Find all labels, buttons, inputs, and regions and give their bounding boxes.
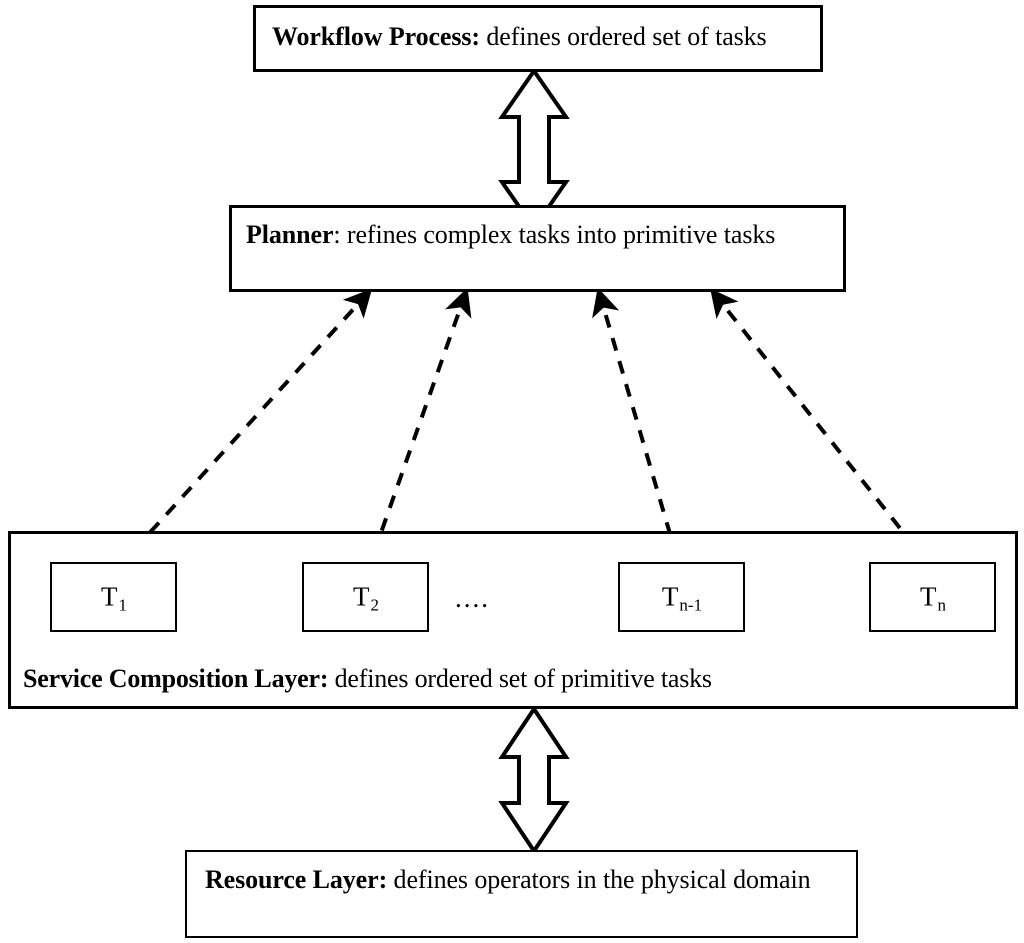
task-box-t1-label: T1 [52,581,175,614]
node-resource-layer-label: Resource Layer: defines operators in the… [205,865,848,895]
task-box-tn: Tn [869,562,996,632]
node-planner-rest: : refines complex tasks into primitive t… [333,220,776,249]
node-service-composition-layer-lead: Service Composition Layer: [23,664,329,693]
task-base: T [661,581,679,612]
task-subscript: 1 [118,595,128,615]
task-subscript: n [937,595,947,615]
node-workflow-process-lead: Workflow Process: [272,22,480,51]
task-box-t1: T1 [50,562,177,632]
node-planner-lead: Planner [246,220,334,249]
node-workflow-process: Workflow Process: defines ordered set of… [253,5,823,72]
dashed-connector-planner-task-2 [365,287,472,566]
node-workflow-process-label: Workflow Process: defines ordered set of… [272,22,812,52]
task-base: T [101,581,118,612]
node-resource-layer-lead: Resource Layer: [205,865,388,894]
node-planner-label: Planner: refines complex tasks into prim… [246,220,835,250]
node-workflow-process-rest: defines ordered set of tasks [479,22,767,51]
hollow-double-arrow-service-resource [498,705,570,855]
dashed-connector-planner-task-3 [592,287,685,566]
node-planner: Planner: refines complex tasks into prim… [229,205,846,292]
node-service-composition-layer-label: Service Composition Layer: defines order… [23,664,712,694]
dashed-connector-planner-task-4 [710,288,929,565]
ellipsis-label: .... [455,583,490,613]
task-subscript: n-1 [679,595,703,615]
node-resource-layer-rest: defines operators in the physical domain [387,865,811,894]
task-subscript: 2 [370,595,380,615]
task-box-t2: T2 [302,562,429,632]
node-resource-layer: Resource Layer: defines operators in the… [185,850,858,938]
task-box-tn-1: Tn-1 [618,562,745,632]
task-box-t2-label: T2 [304,581,427,614]
task-box-tn-1-label: Tn-1 [620,581,743,614]
task-base: T [920,581,937,612]
node-service-composition-layer-rest: defines ordered set of primitive tasks [328,664,712,693]
dashed-connector-planner-task-1 [120,288,373,565]
task-box-tn-label: Tn [871,581,994,614]
task-base: T [353,581,370,612]
